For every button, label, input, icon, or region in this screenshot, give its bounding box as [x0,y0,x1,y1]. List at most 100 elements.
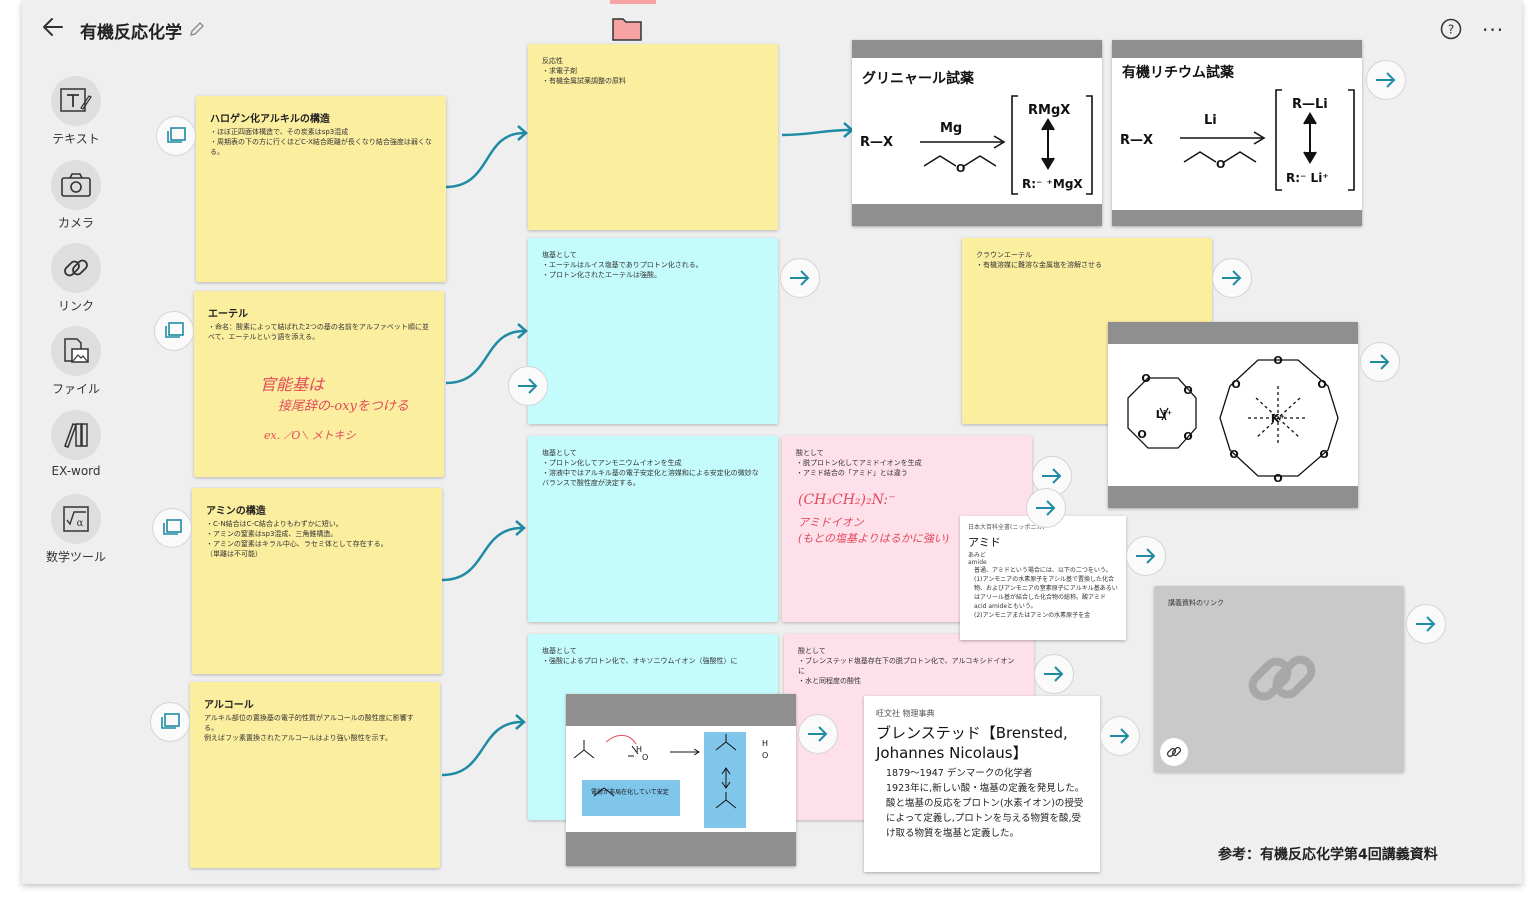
svg-text:電荷が非局在化していて安定: 電荷が非局在化していて安定 [591,788,669,796]
next-arrow-button[interactable] [508,366,548,406]
camera-icon [61,173,91,197]
handwritten-note-5: アミドイオン [798,516,864,529]
svg-text:RMgX: RMgX [1028,103,1070,118]
svg-text:K⁺: K⁺ [1271,412,1286,425]
link-icon [1166,746,1182,758]
svg-text:O: O [1183,430,1192,443]
expand-button-haloalkane[interactable] [156,116,196,156]
panel-mechanism[interactable]: 電荷が非局在化していて安定 H O H O [566,694,796,866]
cards-stack-icon [167,127,186,143]
arrow-right-icon [1376,72,1396,88]
svg-text:O: O [642,753,648,762]
card-amine-base[interactable]: 塩基として ・プロトン化してアンモニウムイオンを生成 ・溶液中ではアルキル基の電… [528,436,778,622]
svg-text:O: O [1317,378,1326,391]
next-arrow-button[interactable] [1366,60,1406,100]
tool-exword[interactable]: EX-word [44,410,108,478]
tool-link[interactable]: リンク [44,243,108,314]
organolithium-diagram: R—X Li O R—Li R:⁻ Li⁺ [1120,89,1355,191]
card-lecture-link[interactable]: 講義資料のリンク [1154,586,1404,772]
svg-text:O: O [956,162,965,175]
svg-text:O: O [1273,472,1282,485]
svg-text:O: O [1141,372,1150,385]
svg-text:α: α [77,518,84,529]
grignard-diagram: R—X Mg O RMgX R:⁻ ⁺MgX [860,95,1093,195]
next-arrow-button[interactable] [780,258,820,298]
expand-button-amine[interactable] [152,508,192,548]
panel-grignard[interactable]: グリニャール試薬 R—X Mg O RMgX R:⁻ ⁺MgX [852,40,1102,226]
svg-text:O: O [1229,448,1238,461]
arrow-right-icon [1370,354,1390,370]
dictionary-icon [64,423,88,448]
arrow-right-icon [1110,728,1130,744]
card-haloalkane[interactable]: ハロゲン化アルキルの構造 ・ほぼ正四面体構造で、その炭素はsp3混成 ・周期表の… [196,96,446,282]
more-menu-button[interactable]: ··· [1482,18,1505,42]
folder-tab-indicator [610,0,656,4]
link-icon [64,259,88,277]
card-ether[interactable]: エーテル ・命名：酸素によって結ばれた2つの基の名前をアルファベット順に並べて、… [194,291,444,477]
arrow-right-icon [1136,548,1156,564]
tool-math[interactable]: α 数学ツール [44,494,108,565]
cards-stack-icon [161,713,180,729]
link-preview-icon [1244,640,1320,716]
expand-button-ether[interactable] [154,311,194,351]
cards-stack-icon [165,322,184,338]
arrow-right-icon [1042,468,1062,484]
cards-stack-icon [163,519,182,535]
dict-amide[interactable]: 日本大百科全書(ニッポニカ) アミド あみど amide 普通、アミドという場合… [960,516,1126,640]
svg-text:R:⁻ Li⁺: R:⁻ Li⁺ [1286,171,1329,185]
next-arrow-button[interactable] [1126,536,1166,576]
tool-text[interactable]: テキスト [44,76,108,147]
reference-caption: 参考：有機反応化学第4回講義資料 [1218,847,1438,863]
folder-icon[interactable] [611,14,643,42]
next-arrow-button[interactable] [1212,258,1252,298]
arrow-right-icon [518,378,538,394]
arrow-right-icon [1222,270,1242,286]
file-image-icon [64,338,89,363]
panel-organolithium[interactable]: 有機リチウム試薬 R—X Li O R—Li R:⁻ Li⁺ [1112,40,1362,226]
tool-camera[interactable]: カメラ [44,160,108,231]
back-arrow-icon[interactable] [40,14,66,40]
text-tool-icon [60,88,92,112]
svg-text:O: O [1183,384,1192,397]
handwritten-note-6: (もとの塩基よりはるかに強い) [798,532,950,545]
expand-button-alcohol[interactable] [150,702,190,742]
svg-text:O: O [1137,428,1146,441]
connection-lines [441,122,854,777]
tool-file[interactable]: ファイル [44,326,108,397]
dict-bronsted[interactable]: 旺文社 物理事典 ブレンステッド【Brensted, Johannes Nico… [864,696,1100,872]
panel-crown-structures[interactable]: O O O O Li⁺ O O O O O O K⁺ [1108,322,1358,508]
next-arrow-button[interactable] [798,714,838,754]
svg-text:O: O [1319,448,1328,461]
svg-text:Li⁺: Li⁺ [1156,408,1173,421]
card-alcohol[interactable]: アルコール アルキル部位の置換基の電子的性質がアルコールの酸性度に影響する。 例… [190,682,440,868]
arrow-right-icon [1416,616,1436,632]
handwritten-note-2: 接尾辞の-oxyをつける [278,399,409,414]
next-arrow-button[interactable] [1034,654,1074,694]
next-arrow-button[interactable] [1406,604,1446,644]
svg-text:H: H [762,739,768,748]
handwritten-note-1: 官能基は [260,375,325,394]
svg-text:O: O [1273,354,1282,367]
svg-text:H: H [636,745,642,754]
edit-pencil-icon[interactable] [188,20,206,38]
svg-text:R—X: R—X [860,135,893,150]
handwritten-note-4: (CH₃CH₂)₂N:⁻ [798,492,896,508]
svg-text:O: O [1216,158,1225,171]
next-arrow-button[interactable] [1100,716,1140,756]
card-reactivity[interactable]: 反応性 ・求電子剤 ・有機金属試薬調整の原料 [528,44,778,230]
help-icon[interactable]: ? [1440,18,1462,40]
arrow-right-icon [790,270,810,286]
svg-text:O: O [762,751,768,760]
open-link-button[interactable] [1160,738,1188,766]
arrow-right-icon [1044,666,1064,682]
next-arrow-button[interactable] [1026,488,1066,528]
svg-text:Mg: Mg [940,121,962,136]
math-tool-icon: α [63,506,89,532]
page-title: 有機反応化学 [80,23,182,43]
card-amine[interactable]: アミンの構造 ・C-N結合はC-C結合よりもわずかに短い。 ・アミンの窒素はsp… [192,488,442,674]
next-arrow-button[interactable] [1360,342,1400,382]
svg-text:?: ? [1448,23,1454,37]
arrow-right-icon [808,726,828,742]
crown-ether-diagram: O O O O Li⁺ O O O O O O K⁺ [1127,354,1339,485]
card-ether-base[interactable]: 塩基として ・エーテルはルイス塩基でありプロトン化される。 ・プロトン化されたエ… [528,238,778,424]
